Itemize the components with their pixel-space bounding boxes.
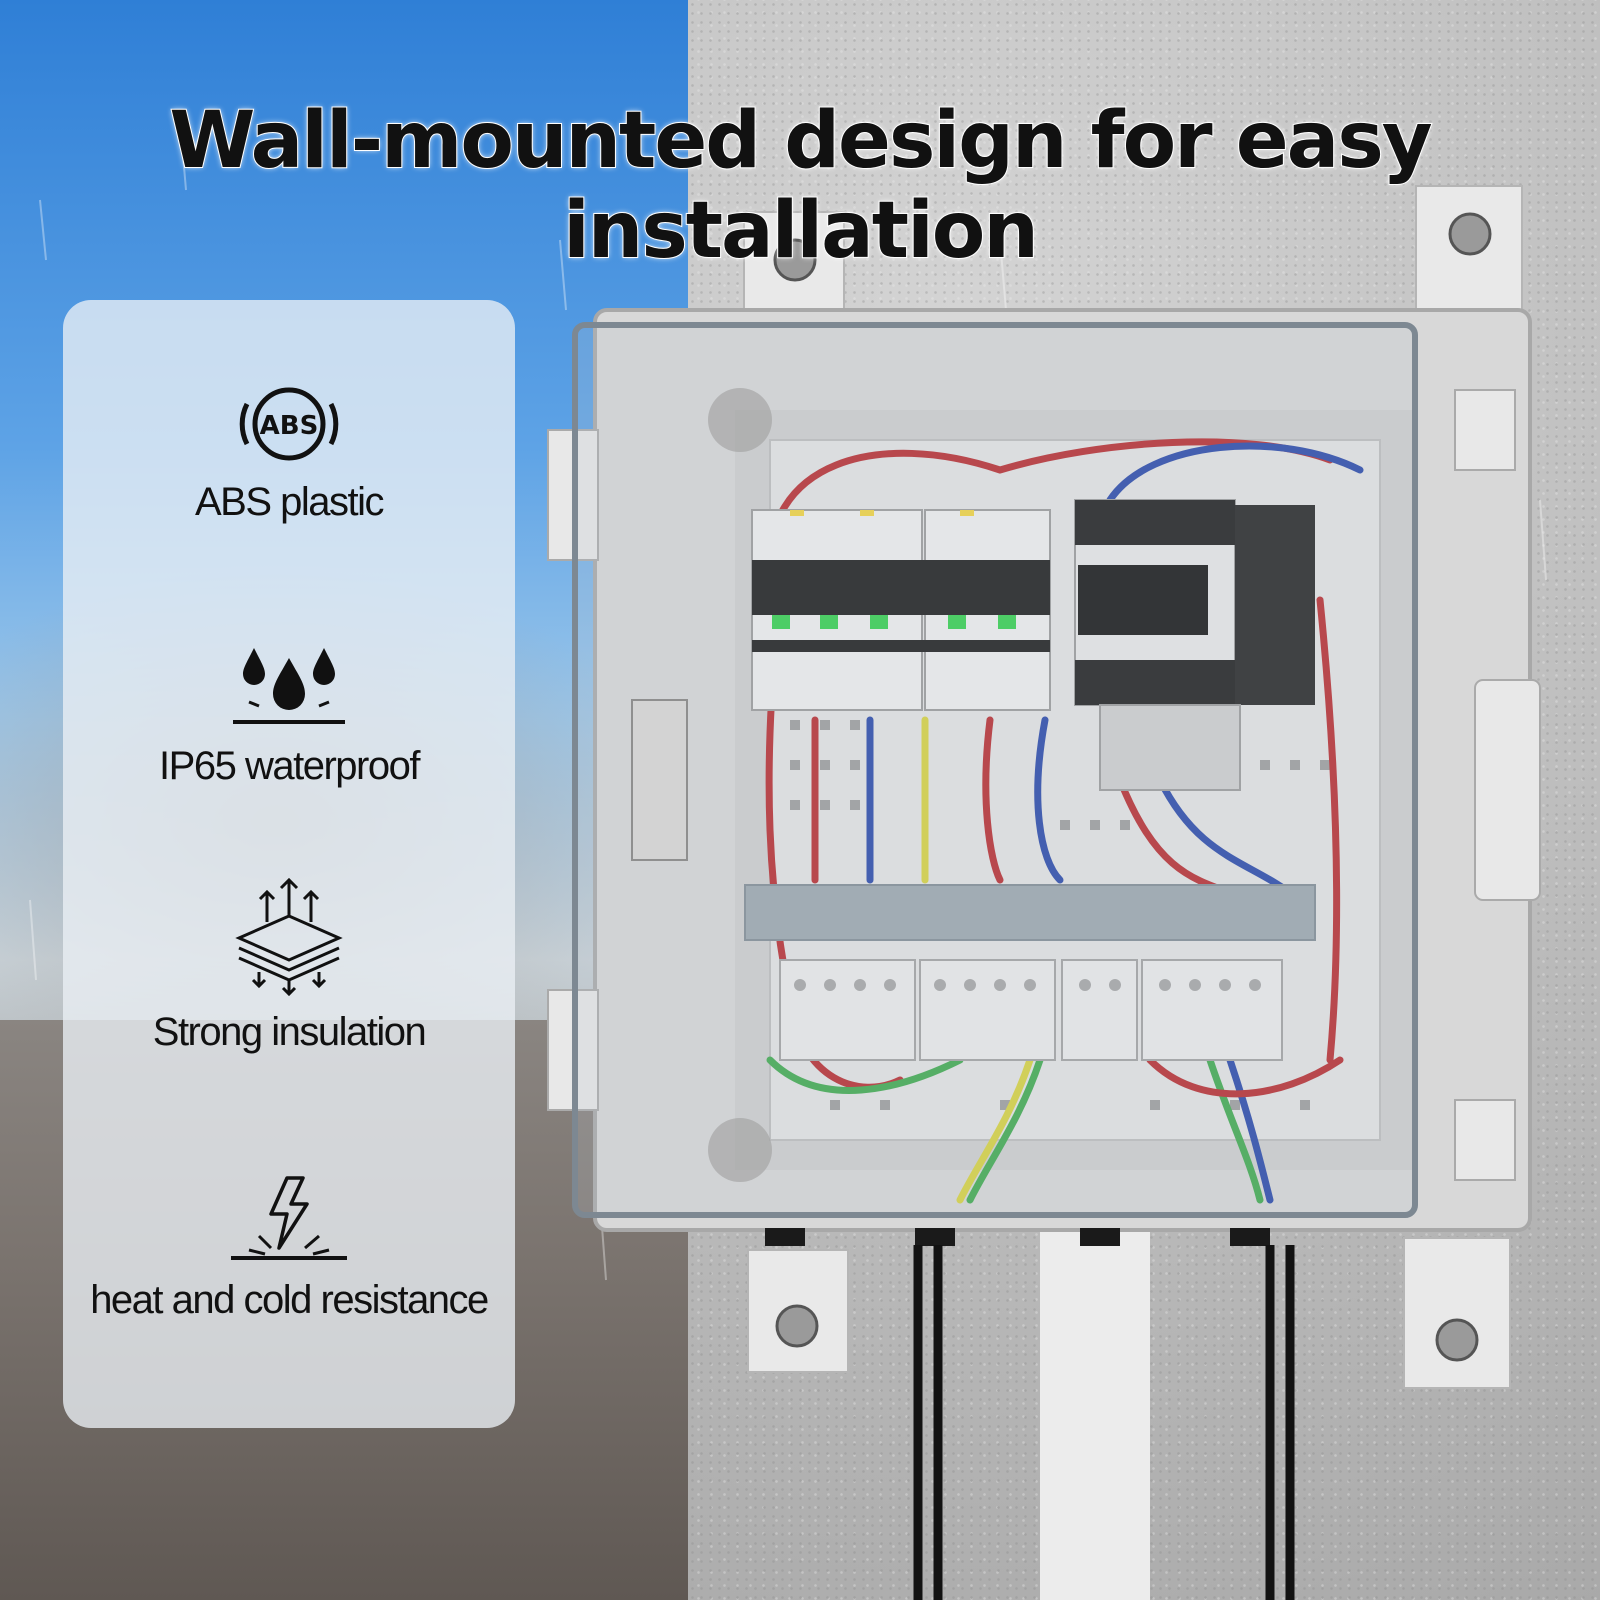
feature-label: Strong insulation [152, 1010, 427, 1054]
vent-label [631, 699, 688, 861]
mounting-brackets [743, 185, 1523, 1389]
transparent-door [572, 322, 1418, 1218]
terminal-screws [794, 979, 1261, 991]
cables [913, 1245, 1295, 1600]
feature-strong-insulation: Strong insulation [63, 876, 515, 1055]
abs-badge-text: ABS [260, 411, 319, 441]
water-drops-icon [233, 648, 345, 724]
screws [773, 212, 1492, 1362]
feature-heat-cold-resistance: heat and cold resistance [63, 1174, 515, 1323]
circuit-breakers [751, 509, 1051, 711]
headline: Wall-mounted design for easy installatio… [168, 95, 1433, 277]
plate-perforations [790, 720, 1330, 1110]
door-screw-bottom [708, 1118, 772, 1182]
feature-label: heat and cold resistance [90, 1278, 489, 1322]
abs-badge-icon: ABS [239, 387, 339, 461]
features-panel: ABS ABS plastic IP65 waterproof [63, 300, 515, 1428]
feature-label: IP65 waterproof [159, 744, 420, 788]
cable-glands [765, 1228, 1270, 1246]
mounting-strip [1040, 1230, 1150, 1600]
feature-ip65-waterproof: IP65 waterproof [63, 640, 515, 789]
terminal-blocks [779, 959, 1283, 1061]
lightning-impact-icon [231, 1176, 347, 1260]
contactor [1074, 499, 1315, 791]
feature-abs-plastic: ABS ABS plastic [63, 382, 515, 525]
feature-label: ABS plastic [194, 480, 385, 524]
door-screw-top [708, 388, 772, 452]
layered-insulation-icon [235, 877, 343, 996]
din-rail-cover [744, 884, 1316, 941]
